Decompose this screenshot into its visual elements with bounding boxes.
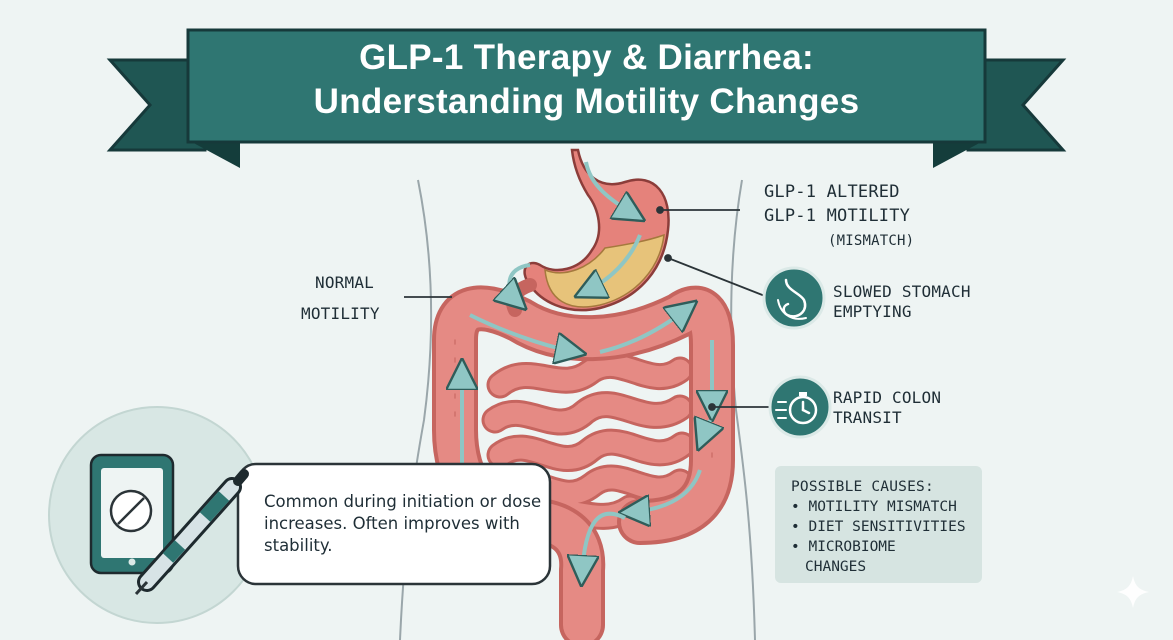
pointer-lines	[404, 206, 771, 411]
stopwatch-icon	[768, 375, 832, 439]
small-intestine	[481, 352, 696, 530]
stomach-flow-arrow	[584, 161, 635, 215]
sigmoid-flow-arrow	[582, 511, 626, 575]
normal-motility-label-line-2: MOTILITY	[301, 304, 380, 323]
page-title: GLP-1 Therapy & Diarrhea: Understanding …	[190, 36, 983, 124]
stomach-flow-arrow	[585, 234, 642, 292]
normal-motility-label-line-1: NORMAL	[315, 273, 374, 292]
cause-item-continuation: CHANGES	[805, 559, 867, 575]
rapid-colon-label-line-1: RAPID COLON	[833, 388, 942, 407]
altered-motility-label-line-2: GLP-1 MOTILITY	[764, 206, 911, 226]
slowed-stomach-label-line-1: SLOWED STOMACH	[833, 282, 971, 301]
pill-icon	[109, 489, 153, 533]
altered-motility-label-line-3: (MISMATCH)	[828, 233, 915, 249]
info-card-text: Common during initiation or dose increas…	[264, 492, 542, 555]
possible-causes-box	[775, 466, 982, 583]
transverse-flow-arrow	[599, 308, 688, 354]
title-line-1: GLP-1 Therapy & Diarrhea:	[359, 38, 814, 77]
duodenum-flow-arrow	[509, 263, 531, 302]
cause-item: • DIET SENSITIVITIES	[791, 519, 966, 535]
title-line-2: Understanding Motility Changes	[313, 82, 860, 121]
stomach-icon	[762, 266, 826, 330]
injection-pen-icon	[134, 469, 249, 596]
slowed-stomach-label-line-2: EMPTYING	[833, 302, 912, 321]
cause-item: • MOTILITY MISMATCH	[791, 499, 957, 515]
possible-causes-title: POSSIBLE CAUSES:	[791, 479, 934, 495]
title-banner	[106, 28, 1067, 168]
rapid-colon-label-line-2: TRANSIT	[833, 408, 902, 427]
sigmoid-flow-arrow	[630, 469, 702, 512]
transverse-flow-arrow	[469, 313, 575, 352]
altered-motility-label-line-1: GLP-1 ALTERED	[764, 182, 900, 202]
sparkle-icon	[1117, 576, 1149, 608]
descending-flow-arrow	[702, 420, 710, 440]
cause-item: • MICROBIOME	[791, 539, 896, 555]
flow-arrows	[462, 161, 712, 575]
